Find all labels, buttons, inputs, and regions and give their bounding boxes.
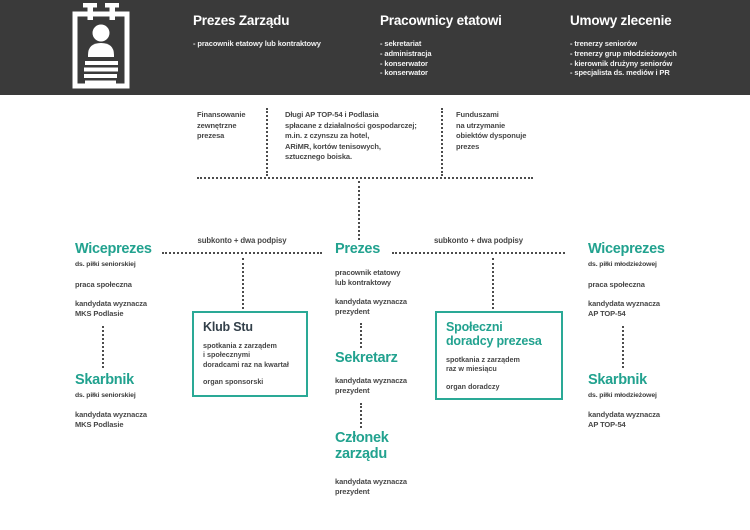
dotted-drop-klub-stu: [242, 258, 244, 309]
dotted-drop-doradcy: [492, 258, 494, 309]
role-title-skarbnik-right: Skarbnik: [588, 372, 647, 388]
header-item: - konserwator: [380, 58, 428, 68]
role-note: praca społeczna: [75, 280, 132, 289]
header-list-pracownicy: - sekretariat - administracja - konserwa…: [380, 39, 432, 78]
role-subtitle: ds. piłki młodzieżowej: [588, 261, 657, 268]
role-title-prezes: Prezes: [335, 241, 380, 257]
box-title-klub-stu: Klub Stu: [203, 320, 253, 334]
role-note: kandydata wyznacza prezydent: [335, 376, 407, 395]
role-subtitle: ds. piłki seniorskiej: [75, 392, 136, 399]
role-note: kandydata wyznacza prezydent: [335, 297, 407, 316]
header-list-umowy: - trenerzy seniorów - trenerzy grup młod…: [570, 39, 677, 78]
role-subtitle: ds. piłki seniorskiej: [75, 261, 136, 268]
box-footer: organ doradczy: [446, 381, 500, 391]
dotted-line-main: [197, 177, 533, 179]
dotted-link-center-2: [360, 403, 362, 428]
role-title-wiceprezes-left: Wiceprezes: [75, 241, 152, 257]
header-title-prezes-zarzadu: Prezes Zarządu: [193, 13, 290, 28]
role-note: praca społeczna: [588, 280, 645, 289]
header-title-pracownicy-etatowi: Pracownicy etatowi: [380, 13, 502, 28]
box-body: spotkania z zarządem i społecznymi dorad…: [203, 341, 289, 369]
role-subtitle: ds. piłki młodzieżowej: [588, 392, 657, 399]
header-item: - specjalista ds. mediów i PR: [570, 68, 670, 78]
role-title-sekretarz: Sekretarz: [335, 350, 398, 366]
header-item: - pracownik etatowy lub kontraktowy: [193, 39, 321, 48]
role-note: pracownik etatowy lub kontraktowy: [335, 268, 401, 287]
dotted-link-left: [102, 326, 104, 368]
role-title-wiceprezes-right: Wiceprezes: [588, 241, 665, 257]
dotted-link-right: [622, 326, 624, 368]
role-note: kandydata wyznacza AP TOP-54: [588, 410, 660, 429]
box-footer: organ sponsorski: [203, 377, 264, 387]
header-item: - trenerzy seniorów: [570, 39, 637, 48]
role-note: kandydata wyznacza MKS Podlasie: [75, 299, 147, 318]
header-item: - sekretariat: [380, 39, 422, 48]
header-item: - kierownik drużyny seniorów: [570, 58, 673, 68]
box-title-doradcy: Społeczni doradcy prezesa: [446, 320, 542, 348]
header-item: - administracja: [380, 48, 432, 58]
header-bar: Prezes Zarządu - pracownik etatowy lub k…: [0, 0, 750, 95]
role-note: kandydata wyznacza AP TOP-54: [588, 299, 660, 318]
dotted-link-center-1: [360, 323, 362, 348]
dotted-drop-prezes: [358, 181, 360, 240]
header-title-umowy-zlecenie: Umowy zlecenie: [570, 13, 672, 28]
role-note: kandydata wyznacza MKS Podlasie: [75, 410, 147, 429]
header-item: - konserwator: [380, 68, 428, 78]
spoleczni-doradcy-box: Społeczni doradcy prezesa spotkania z za…: [435, 311, 563, 400]
role-title-skarbnik-left: Skarbnik: [75, 372, 134, 388]
header-item: - trenerzy grup młodzieżowych: [570, 48, 677, 58]
dotted-separator-1: [266, 108, 268, 176]
id-badge-icon: [72, 3, 130, 89]
dotted-line-subkonto-left: [162, 252, 322, 254]
role-note: kandydata wyznacza prezydent: [335, 477, 407, 496]
finance-note-external: Finansowanie zewnętrzne prezesa: [197, 110, 246, 140]
role-title-czlonek-zarzadu: Członek zarządu: [335, 430, 389, 462]
klub-stu-box: Klub Stu spotkania z zarządem i społeczn…: [192, 311, 308, 397]
subkonto-label-right: subkonto + dwa podpisy: [434, 236, 523, 245]
dotted-separator-2: [441, 108, 443, 176]
dotted-line-subkonto-right: [392, 252, 565, 254]
finance-note-debts: Długi AP TOP-54 i Podlasia spłacane z dz…: [285, 110, 417, 161]
finance-note-funds: Funduszami na utrzymanie obiektów dyspon…: [456, 110, 527, 151]
subkonto-label-left: subkonto + dwa podpisy: [197, 236, 287, 245]
box-body: spotkania z zarządem raz w miesiącu: [446, 355, 520, 374]
